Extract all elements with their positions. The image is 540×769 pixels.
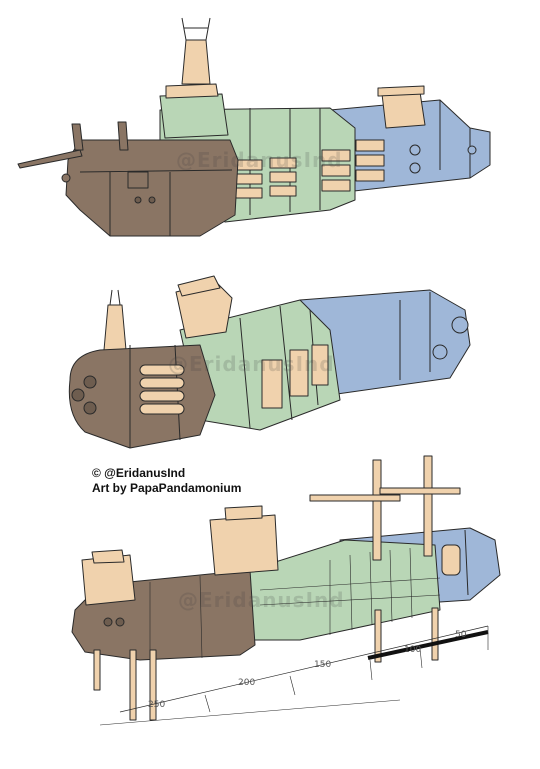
copyright-handle: © @EridanusInd — [92, 466, 186, 480]
side-profile-view — [17, 17, 491, 237]
artist-credit: Art by PapaPandamonium — [92, 481, 242, 495]
three-quarter-view — [68, 275, 471, 449]
credits-block: © @EridanusInd Art by PapaPandamonium — [92, 466, 241, 496]
watermark: @EridanusInd — [176, 148, 343, 172]
scale-label: 200 — [238, 678, 256, 688]
watermark: @EridanusInd — [168, 352, 335, 376]
scale-label: 50 — [455, 630, 467, 640]
scale-label: 150 — [314, 660, 332, 670]
scale-label: 250 — [148, 700, 166, 710]
perspective-scale-view — [71, 455, 501, 726]
scale-label: 100 — [404, 645, 422, 655]
watermark: @EridanusInd — [178, 588, 345, 612]
